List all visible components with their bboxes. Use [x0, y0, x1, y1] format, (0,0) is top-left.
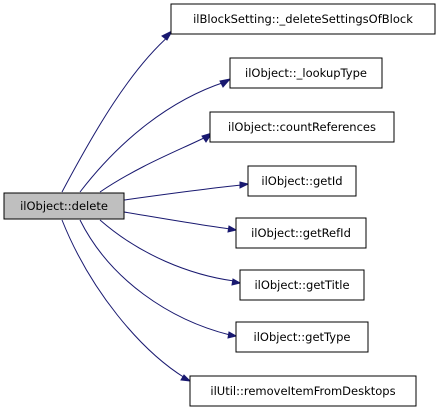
node-gettype[interactable]: ilObject::getType: [235, 321, 369, 353]
node-box: [189, 375, 417, 407]
node-box: [239, 269, 365, 301]
node-countreferences[interactable]: ilObject::countReferences: [209, 111, 395, 143]
edge-to-deletesettingsofblock: [61, 34, 171, 193]
node-lookuptype[interactable]: ilObject::_lookupType: [229, 57, 383, 89]
node-box: [209, 111, 395, 143]
edge-to-gettitle: [99, 219, 235, 282]
node-label: ilBlockSetting::_deleteSettingsOfBlock: [193, 12, 413, 26]
node-label: ilObject::getRefId: [251, 226, 351, 240]
node-removeitemfromdesktops[interactable]: ilUtil::removeItemFromDesktops: [189, 375, 417, 407]
edges: [61, 29, 250, 382]
node-root-label: ilObject::delete: [20, 199, 108, 213]
edge-arrowhead: [227, 331, 238, 339]
node-getid[interactable]: ilObject::getId: [247, 165, 357, 197]
edge-arrowhead: [231, 278, 242, 286]
edge-arrowhead: [239, 181, 250, 189]
edge-to-lookuptype: [79, 81, 226, 193]
node-box: [229, 57, 383, 89]
node-label: ilObject::getTitle: [254, 278, 349, 292]
edge-to-countreferences: [99, 135, 209, 193]
node-box: [170, 3, 436, 35]
node-label: ilUtil::removeItemFromDesktops: [210, 384, 395, 398]
node-label: ilObject::getId: [261, 174, 342, 188]
node-box: [235, 321, 369, 353]
node-box: [247, 165, 357, 197]
edge-arrowhead: [161, 29, 174, 41]
node-deletesettingsofblock[interactable]: ilBlockSetting::_deleteSettingsOfBlock: [170, 3, 436, 35]
node-box: [235, 217, 367, 249]
nodes: ilObject::delete ilBlockSetting::_delete…: [3, 3, 436, 407]
edge-to-getrefid: [123, 211, 231, 230]
node-gettitle[interactable]: ilObject::getTitle: [239, 269, 365, 301]
edge-to-getid: [123, 184, 243, 201]
node-getrefid[interactable]: ilObject::getRefId: [235, 217, 367, 249]
node-label: ilObject::countReferences: [228, 120, 376, 134]
node-root-box: [3, 192, 125, 220]
node-root[interactable]: ilObject::delete: [3, 192, 125, 220]
edge-to-gettype: [79, 219, 231, 336]
edge-arrowhead: [227, 225, 238, 233]
node-label: ilObject::_lookupType: [245, 66, 367, 80]
edge-arrowhead: [180, 374, 192, 382]
node-label: ilObject::getType: [254, 330, 351, 344]
edge-arrowhead: [219, 78, 232, 88]
edge-to-removeitemfromdesktops: [61, 219, 186, 379]
